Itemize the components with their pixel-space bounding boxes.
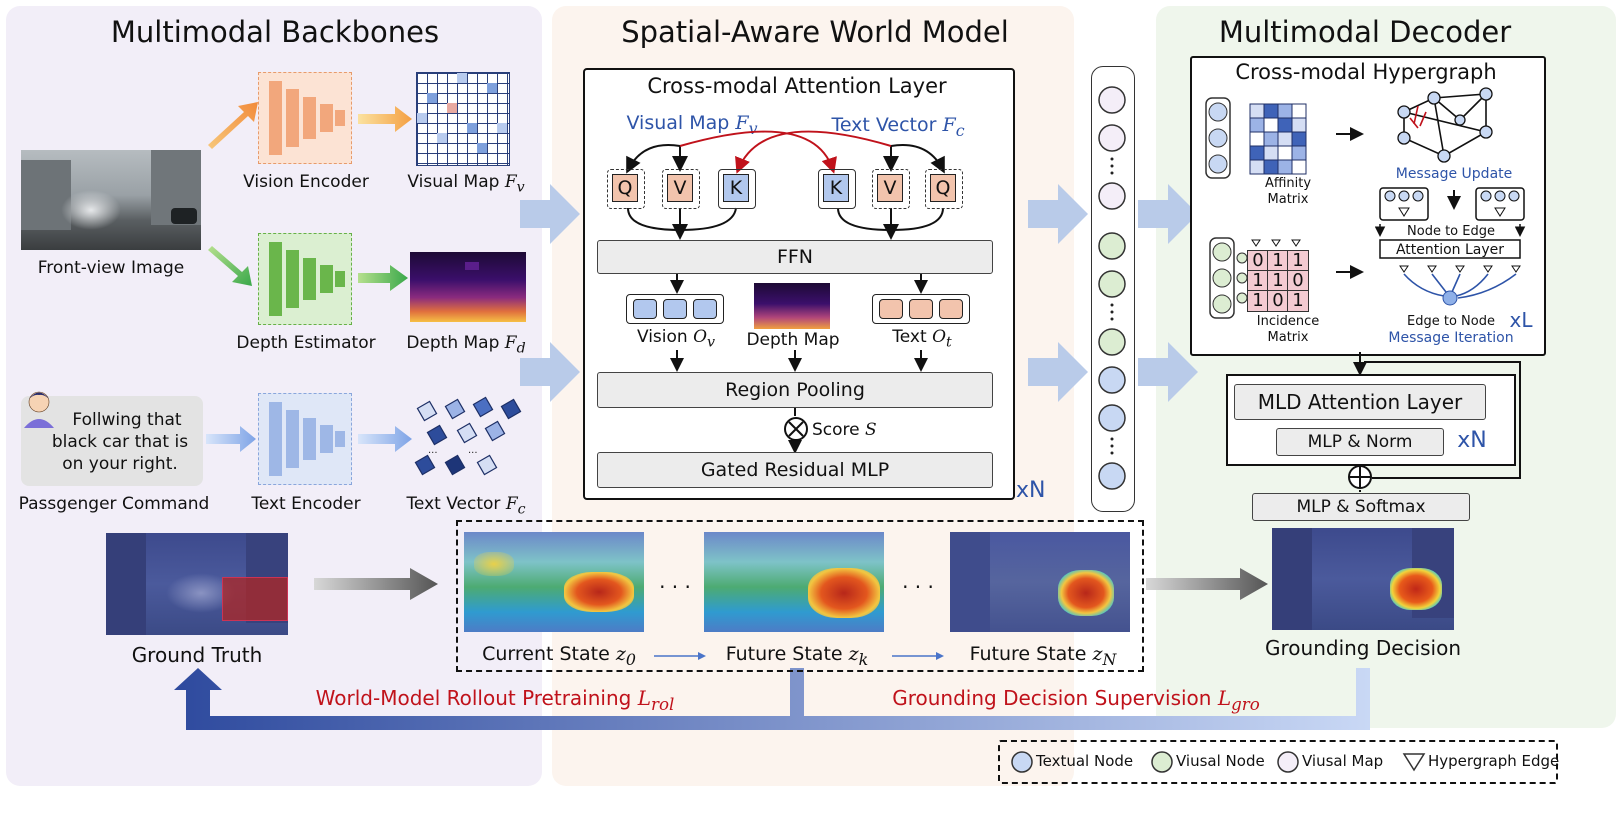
k-token-left: K bbox=[718, 169, 756, 209]
states-dots-2: · · · bbox=[902, 575, 934, 599]
score-label: Score S bbox=[812, 420, 877, 440]
multiply-icon bbox=[784, 417, 808, 441]
visual-map-input-label: Visual Map Fv bbox=[626, 112, 758, 138]
command-line-3: on your right. bbox=[62, 454, 178, 474]
mlp-norm-block: MLP & Norm bbox=[1276, 428, 1444, 456]
current-state-label: Current State z0 bbox=[482, 643, 636, 669]
add-icon bbox=[1348, 465, 1372, 489]
depth-map-image bbox=[410, 252, 526, 322]
incidence-label: Incidence bbox=[1256, 314, 1320, 329]
passenger-command-label: Passgenger Command bbox=[18, 494, 210, 514]
message-iteration-label: Message Iteration bbox=[1388, 330, 1514, 346]
vision-output-tokens bbox=[626, 294, 724, 324]
visual-map-label: Visual Map Fv bbox=[407, 172, 525, 196]
text-output-tokens bbox=[872, 294, 970, 324]
node-column-nodes bbox=[1098, 86, 1126, 490]
world-model-title: Spatial-Aware World Model bbox=[621, 15, 1009, 49]
depth-map-output-label: Depth Map bbox=[746, 330, 840, 350]
hypergraph-diagram bbox=[1205, 87, 1526, 319]
states-dots-1: · · · bbox=[659, 575, 691, 599]
command-line-1: Follwing that bbox=[72, 410, 182, 430]
command-line-2: black car that is bbox=[51, 432, 189, 452]
attention-layer-label: Attention Layer bbox=[1395, 242, 1505, 258]
depth-map-label: Depth Map Fd bbox=[406, 333, 526, 357]
edge-to-node-label: Edge to Node bbox=[1407, 314, 1495, 329]
mlp-softmax-block: MLP & Softmax bbox=[1252, 493, 1470, 521]
rollout-loss-label: World-Model Rollout Pretraining Lrol bbox=[315, 686, 675, 714]
v-token-left: V bbox=[662, 169, 700, 209]
front-view-image-label: Front-view Image bbox=[37, 258, 185, 278]
future-state-n-label: Future State zN bbox=[969, 643, 1117, 669]
grounding-decision-label: Grounding Decision bbox=[1265, 636, 1461, 660]
backbones-title: Multimodal Backbones bbox=[110, 15, 440, 49]
affinity-label: Affinity bbox=[1264, 176, 1312, 191]
region-pooling-block: Region Pooling bbox=[597, 372, 993, 408]
text-vector-label: Text Vector Fc bbox=[406, 494, 526, 518]
k-token-right: K bbox=[818, 169, 856, 209]
mld-attention-block: MLD Attention Layer bbox=[1234, 384, 1486, 420]
q-token-left: Q bbox=[607, 169, 645, 209]
future-state-k-heatmap bbox=[704, 532, 884, 632]
v-token-right: V bbox=[872, 169, 910, 209]
svg-text:···: ··· bbox=[428, 448, 438, 459]
depth-estimator-label: Depth Estimator bbox=[236, 333, 376, 353]
hypergraph-title: Cross-modal Hypergraph bbox=[1235, 60, 1497, 84]
textual-node-legend-icon bbox=[1011, 751, 1033, 773]
front-view-image bbox=[21, 150, 201, 250]
message-update-label: Message Update bbox=[1395, 166, 1513, 182]
vision-encoder-block bbox=[258, 72, 352, 164]
decoder-title: Multimodal Decoder bbox=[1218, 15, 1512, 49]
hypergraph-repeat: xL bbox=[1509, 308, 1533, 332]
vision-output-label: Vision Ov bbox=[636, 327, 716, 351]
legend-visual-map: Viusal Map bbox=[1302, 752, 1384, 770]
text-output-label: Text Ot bbox=[892, 327, 952, 351]
depth-map-thumb bbox=[754, 283, 830, 329]
legend-textual-node: Textual Node bbox=[1036, 752, 1134, 770]
gated-mlp-block: Gated Residual MLP bbox=[597, 452, 993, 488]
grounding-decision-image bbox=[1272, 528, 1454, 630]
legend-hyperedge: Hypergraph Edge bbox=[1428, 752, 1560, 770]
command-bubble bbox=[21, 396, 203, 486]
svg-text:···: ··· bbox=[468, 448, 478, 459]
text-encoder-block bbox=[258, 393, 352, 485]
incidence-matrix-label: Matrix bbox=[1267, 330, 1309, 345]
future-state-k-label: Future State zk bbox=[725, 643, 869, 669]
ffn-block: FFN bbox=[597, 240, 993, 274]
text-vector-tokens: ··· ··· bbox=[414, 396, 522, 476]
visual-map-legend-icon bbox=[1277, 751, 1299, 773]
hyperedge-legend-icon bbox=[1402, 753, 1426, 772]
grounding-loss-label: Grounding Decision Supervision Lgro bbox=[892, 686, 1260, 714]
q-token-right: Q bbox=[925, 169, 963, 209]
mld-repeat: xN bbox=[1457, 428, 1487, 453]
attention-connections bbox=[626, 130, 945, 240]
visual-node-legend-icon bbox=[1151, 751, 1173, 773]
current-state-heatmap bbox=[464, 532, 644, 632]
legend: Textual Node Viusal Node Viusal Map Hype… bbox=[998, 740, 1560, 784]
states-box bbox=[456, 520, 1144, 672]
legend-visual-node: Viusal Node bbox=[1176, 752, 1265, 770]
node-to-edge-label: Node to Edge bbox=[1407, 224, 1495, 239]
incidence-matrix: 0 1 1 1 1 0 1 0 1 bbox=[1247, 250, 1309, 312]
future-state-n-heatmap bbox=[950, 532, 1130, 632]
ground-truth-label: Ground Truth bbox=[131, 643, 263, 667]
text-encoder-label: Text Encoder bbox=[251, 494, 361, 514]
text-vector-input-label: Text Vector Fc bbox=[831, 114, 965, 140]
vision-encoder-label: Vision Encoder bbox=[243, 172, 369, 192]
passenger-avatar-icon bbox=[24, 391, 54, 428]
ground-truth-image bbox=[106, 533, 288, 635]
affinity-matrix-label: Matrix bbox=[1267, 192, 1309, 207]
visual-map-grid bbox=[416, 72, 510, 166]
world-model-repeat: xN bbox=[1016, 478, 1046, 503]
cross-attention-title: Cross-modal Attention Layer bbox=[647, 74, 947, 98]
depth-estimator-block bbox=[258, 233, 352, 325]
